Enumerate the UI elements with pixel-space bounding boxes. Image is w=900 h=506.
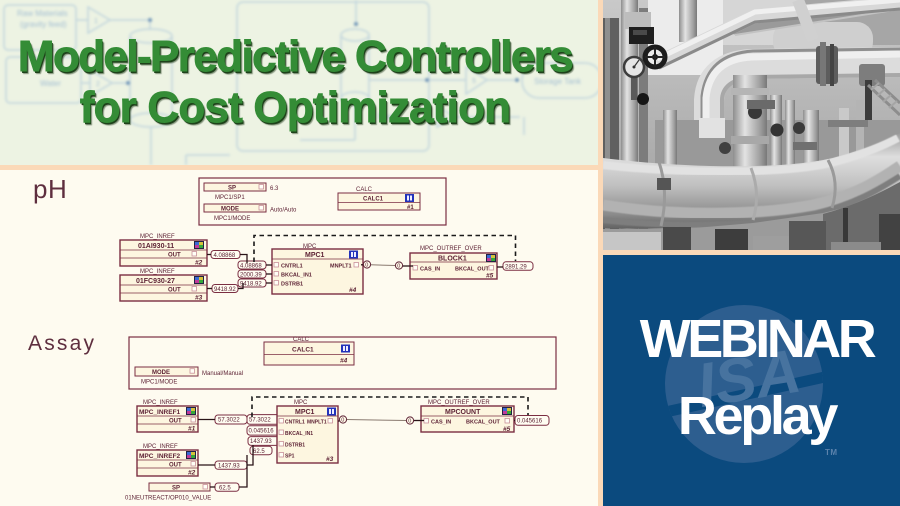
svg-text:MPC_INREF: MPC_INREF <box>140 234 175 240</box>
svg-text:MPC_OUTREF_OVER: MPC_OUTREF_OVER <box>428 400 490 406</box>
svg-text:MPC_INREF2: MPC_INREF2 <box>139 453 181 460</box>
svg-text:MPCOUNT: MPCOUNT <box>445 409 481 416</box>
svg-text:#5: #5 <box>486 273 494 280</box>
svg-text:MNPLT1: MNPLT1 <box>307 420 327 426</box>
svg-text:MODE: MODE <box>221 207 239 213</box>
svg-text:OUT: OUT <box>168 253 181 259</box>
svg-text:9418.92: 9418.92 <box>214 287 236 293</box>
svg-text:MPC1/MODE: MPC1/MODE <box>214 216 250 222</box>
svg-text:4.08868: 4.08868 <box>214 253 236 259</box>
svg-text:01NEUTREACT/OP010_VALUE: 01NEUTREACT/OP010_VALUE <box>125 496 211 502</box>
svg-text:DSTRB1: DSTRB1 <box>281 282 303 288</box>
svg-text:BKCAL_OUT: BKCAL_OUT <box>466 420 501 426</box>
svg-text:BKCAL_IN1: BKCAL_IN1 <box>285 431 313 437</box>
svg-text:MPC1: MPC1 <box>305 252 325 259</box>
svg-text:MODE: MODE <box>152 370 170 376</box>
svg-text:2000.39: 2000.39 <box>240 273 262 279</box>
svg-text:MPC_INREF: MPC_INREF <box>143 444 178 450</box>
svg-text:OUT: OUT <box>169 463 182 469</box>
svg-text:Auto/Auto: Auto/Auto <box>270 208 297 214</box>
svg-text:#2: #2 <box>195 260 203 267</box>
svg-text:BKCAL_IN1: BKCAL_IN1 <box>281 273 312 279</box>
svg-text:CAS_IN: CAS_IN <box>420 267 440 273</box>
svg-text:2891.29: 2891.29 <box>505 264 527 270</box>
svg-text:MPC1: MPC1 <box>295 409 315 416</box>
svg-text:CAS_IN: CAS_IN <box>431 420 451 426</box>
svg-text:57.3022: 57.3022 <box>218 418 240 424</box>
svg-text:6.3: 6.3 <box>270 186 279 192</box>
svg-text:MPC_INREF: MPC_INREF <box>143 400 178 406</box>
svg-text:MPC1/MODE: MPC1/MODE <box>141 380 177 386</box>
svg-text:2: 2 <box>96 81 100 88</box>
svg-text:#1: #1 <box>188 426 196 433</box>
svg-text:Base: Base <box>378 112 397 121</box>
svg-text:DSTRB1: DSTRB1 <box>285 443 305 449</box>
svg-text:#3: #3 <box>326 456 334 463</box>
svg-text:MPC1/SP1: MPC1/SP1 <box>215 195 245 201</box>
svg-text:MPC: MPC <box>303 244 317 250</box>
svg-text:pH: pH <box>33 174 67 204</box>
svg-text:62.5: 62.5 <box>219 486 231 492</box>
svg-text:OUT: OUT <box>169 419 182 425</box>
svg-text:ISA: ISA <box>693 337 806 421</box>
svg-text:1437.93: 1437.93 <box>250 439 272 445</box>
svg-text:#5: #5 <box>503 426 511 433</box>
svg-text:01FC930-27: 01FC930-27 <box>136 278 175 285</box>
svg-text:9418.92: 9418.92 <box>240 282 262 288</box>
svg-text:1: 1 <box>94 18 98 25</box>
svg-text:#4: #4 <box>340 358 348 365</box>
svg-text:Assay: Assay <box>28 332 96 355</box>
svg-text:5: 5 <box>472 78 476 85</box>
svg-text:(gravity feed): (gravity feed) <box>20 20 67 29</box>
svg-text:MNPLT1: MNPLT1 <box>330 264 352 270</box>
svg-text:0.045616: 0.045616 <box>517 418 543 424</box>
svg-text:Storage Tank: Storage Tank <box>534 77 582 86</box>
svg-text:CNTRL1: CNTRL1 <box>281 264 303 270</box>
svg-text:SP1: SP1 <box>285 454 295 460</box>
svg-text:BKCAL_OUT: BKCAL_OUT <box>455 267 490 273</box>
svg-text:Water: Water <box>40 79 61 88</box>
svg-text:#2: #2 <box>188 470 196 477</box>
svg-text:MPC_INREF1: MPC_INREF1 <box>139 409 181 416</box>
svg-text:#1: #1 <box>407 205 414 211</box>
svg-text:CALC: CALC <box>356 187 373 193</box>
svg-text:MPC_OUTREF_OVER: MPC_OUTREF_OVER <box>420 246 482 252</box>
svg-text:1437.93: 1437.93 <box>218 464 240 470</box>
svg-text:57.3022: 57.3022 <box>249 418 271 424</box>
svg-text:OUT: OUT <box>168 288 181 294</box>
svg-text:SP: SP <box>228 186 236 192</box>
svg-text:CALC1: CALC1 <box>363 197 384 203</box>
svg-text:62.5: 62.5 <box>253 449 265 455</box>
svg-text:#4: #4 <box>349 287 357 294</box>
svg-text:4.08868: 4.08868 <box>240 264 262 270</box>
svg-text:BLOCK1: BLOCK1 <box>438 256 467 263</box>
svg-text:CALC1: CALC1 <box>292 347 314 354</box>
svg-text:0.045616: 0.045616 <box>249 429 275 435</box>
svg-text:01AI930-11: 01AI930-11 <box>138 243 174 250</box>
svg-text:SP: SP <box>172 486 180 492</box>
svg-text:Raw Materials: Raw Materials <box>17 9 68 18</box>
svg-text:MPC_INREF: MPC_INREF <box>140 269 175 275</box>
svg-text:#3: #3 <box>195 295 203 302</box>
svg-text:CALC: CALC <box>293 337 310 343</box>
svg-text:CNTRL1: CNTRL1 <box>285 420 305 426</box>
svg-text:4: 4 <box>443 115 447 122</box>
svg-text:MPC: MPC <box>294 400 308 406</box>
svg-text:Manual/Manual: Manual/Manual <box>202 371 243 377</box>
